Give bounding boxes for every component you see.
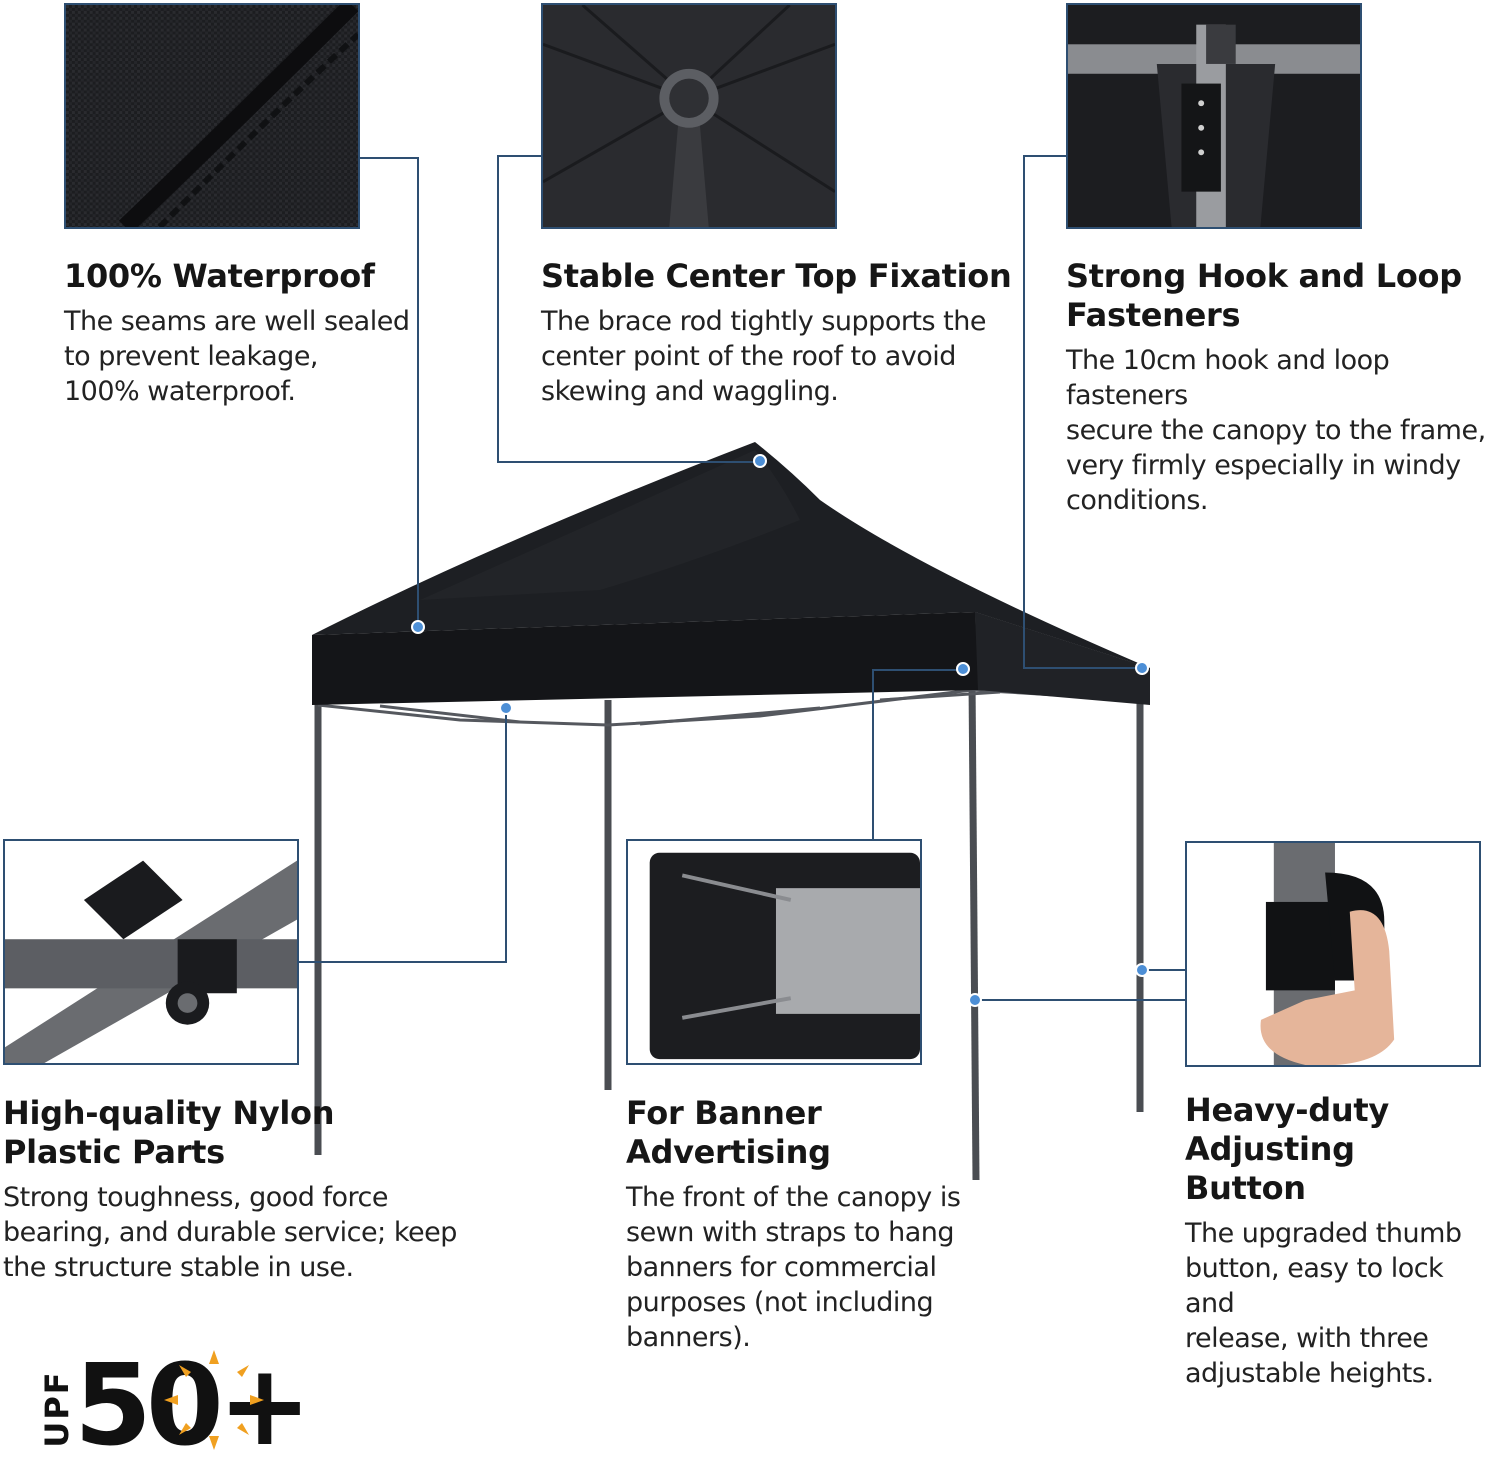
feature-description: The seams are well sealed to prevent lea… (64, 306, 410, 407)
feature-description: Strong toughness, good force bearing, an… (3, 1182, 457, 1283)
feature-title: High-quality Nylon Plastic Parts (3, 1094, 335, 1171)
feature-title: Stable Center Top Fixation (541, 257, 1012, 295)
feature-banner-advertising: For Banner Advertising The front of the … (626, 1094, 1026, 1355)
banner-straps-thumbnail (626, 839, 922, 1065)
canopy-valance (312, 612, 978, 705)
feature-waterproof: 100% Waterproof The seams are well seale… (64, 257, 524, 409)
feature-title: 100% Waterproof (64, 257, 375, 295)
feature-nylon-plastic-parts: High-quality Nylon Plastic Parts Strong … (3, 1094, 483, 1285)
feature-center-top-fixation: Stable Center Top Fixation The brace rod… (541, 257, 1051, 409)
hook-loop-fastener-thumbnail (1066, 3, 1362, 229)
nylon-plastic-parts-thumbnail (3, 839, 299, 1065)
center-top-fixation-thumbnail (541, 3, 837, 229)
feature-hook-loop-fasteners: Strong Hook and Loop Fasteners The 10cm … (1066, 257, 1496, 518)
upf-value: 50+ (74, 1341, 312, 1471)
adjusting-button-thumbnail (1185, 841, 1481, 1067)
feature-description: The 10cm hook and loop fasteners secure … (1066, 345, 1486, 516)
feature-adjusting-button: Heavy-duty Adjusting Button The upgraded… (1185, 1091, 1495, 1391)
feature-title: Heavy-duty Adjusting Button (1185, 1091, 1389, 1207)
feature-description: The brace rod tightly supports the cente… (541, 306, 986, 407)
waterproof-fabric-thumbnail (64, 3, 360, 229)
upf-50-badge: UPF 50+ (14, 1346, 314, 1470)
upf-label: UPF (38, 1370, 76, 1448)
feature-title: Strong Hook and Loop Fasteners (1066, 257, 1462, 334)
sun-icon (164, 1350, 264, 1450)
feature-title: For Banner Advertising (626, 1094, 831, 1171)
feature-description: The front of the canopy is sewn with str… (626, 1182, 961, 1353)
feature-description: The upgraded thumb button, easy to lock … (1185, 1218, 1462, 1389)
canopy-roof (312, 442, 1150, 668)
